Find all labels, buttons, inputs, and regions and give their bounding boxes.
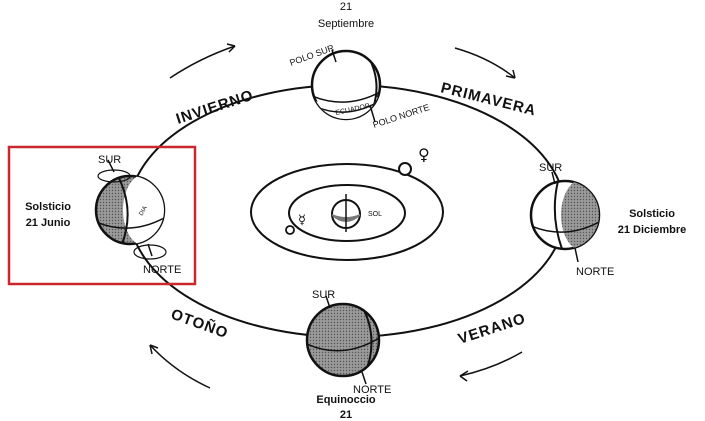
bottom-globe-north: NORTE — [353, 384, 391, 396]
highlight-box — [7, 145, 197, 286]
left-solstice-line1: Solsticio — [25, 201, 71, 213]
venus-planet — [398, 162, 412, 176]
arrow-winter — [169, 45, 236, 79]
left-globe-day: DIA — [139, 205, 149, 217]
left-globe-north: NORTE — [143, 264, 181, 276]
season-autumn: OTOÑO — [169, 305, 231, 342]
arrow-autumn — [149, 344, 211, 389]
mercury-planet — [285, 225, 295, 235]
arrow-summer — [459, 351, 523, 377]
arrow-summer-head — [459, 370, 469, 382]
right-solstice-line2: 21 Diciembre — [618, 224, 686, 236]
right-solstice-line1: Solsticio — [629, 208, 675, 220]
season-winter: INVIERNO — [174, 87, 256, 128]
right-globe-south: SUR — [539, 162, 562, 174]
sun — [331, 194, 361, 232]
venus-orbit — [250, 163, 444, 261]
bottom-date-name: Equinoccio — [316, 394, 376, 406]
left-globe-south: SUR — [98, 154, 121, 166]
venus-symbol: ♀ — [418, 145, 430, 164]
arrow-spring-head — [505, 69, 516, 79]
globe-june — [94, 159, 167, 260]
top-date-day: 21 — [340, 1, 352, 13]
right-globe-north: NORTE — [576, 266, 614, 278]
mercury-symbol: ☿ — [298, 213, 306, 228]
left-solstice-line2: 21 Junio — [26, 217, 71, 229]
globe-december — [529, 171, 601, 263]
top-globe-north-pole: POLO NORTE — [372, 102, 431, 130]
top-date-month: Septiembre — [318, 18, 374, 30]
season-spring: PRIMAVERA — [439, 79, 538, 119]
arrow-autumn-head — [149, 344, 159, 355]
sun-label: SOL — [368, 211, 382, 218]
arrow-spring — [454, 47, 516, 79]
arrow-winter-head — [226, 43, 236, 53]
bottom-globe-south: SUR — [312, 289, 335, 301]
globe-march — [305, 295, 381, 385]
mercury-orbit — [288, 184, 406, 242]
bottom-date-day: 21 — [340, 409, 352, 421]
